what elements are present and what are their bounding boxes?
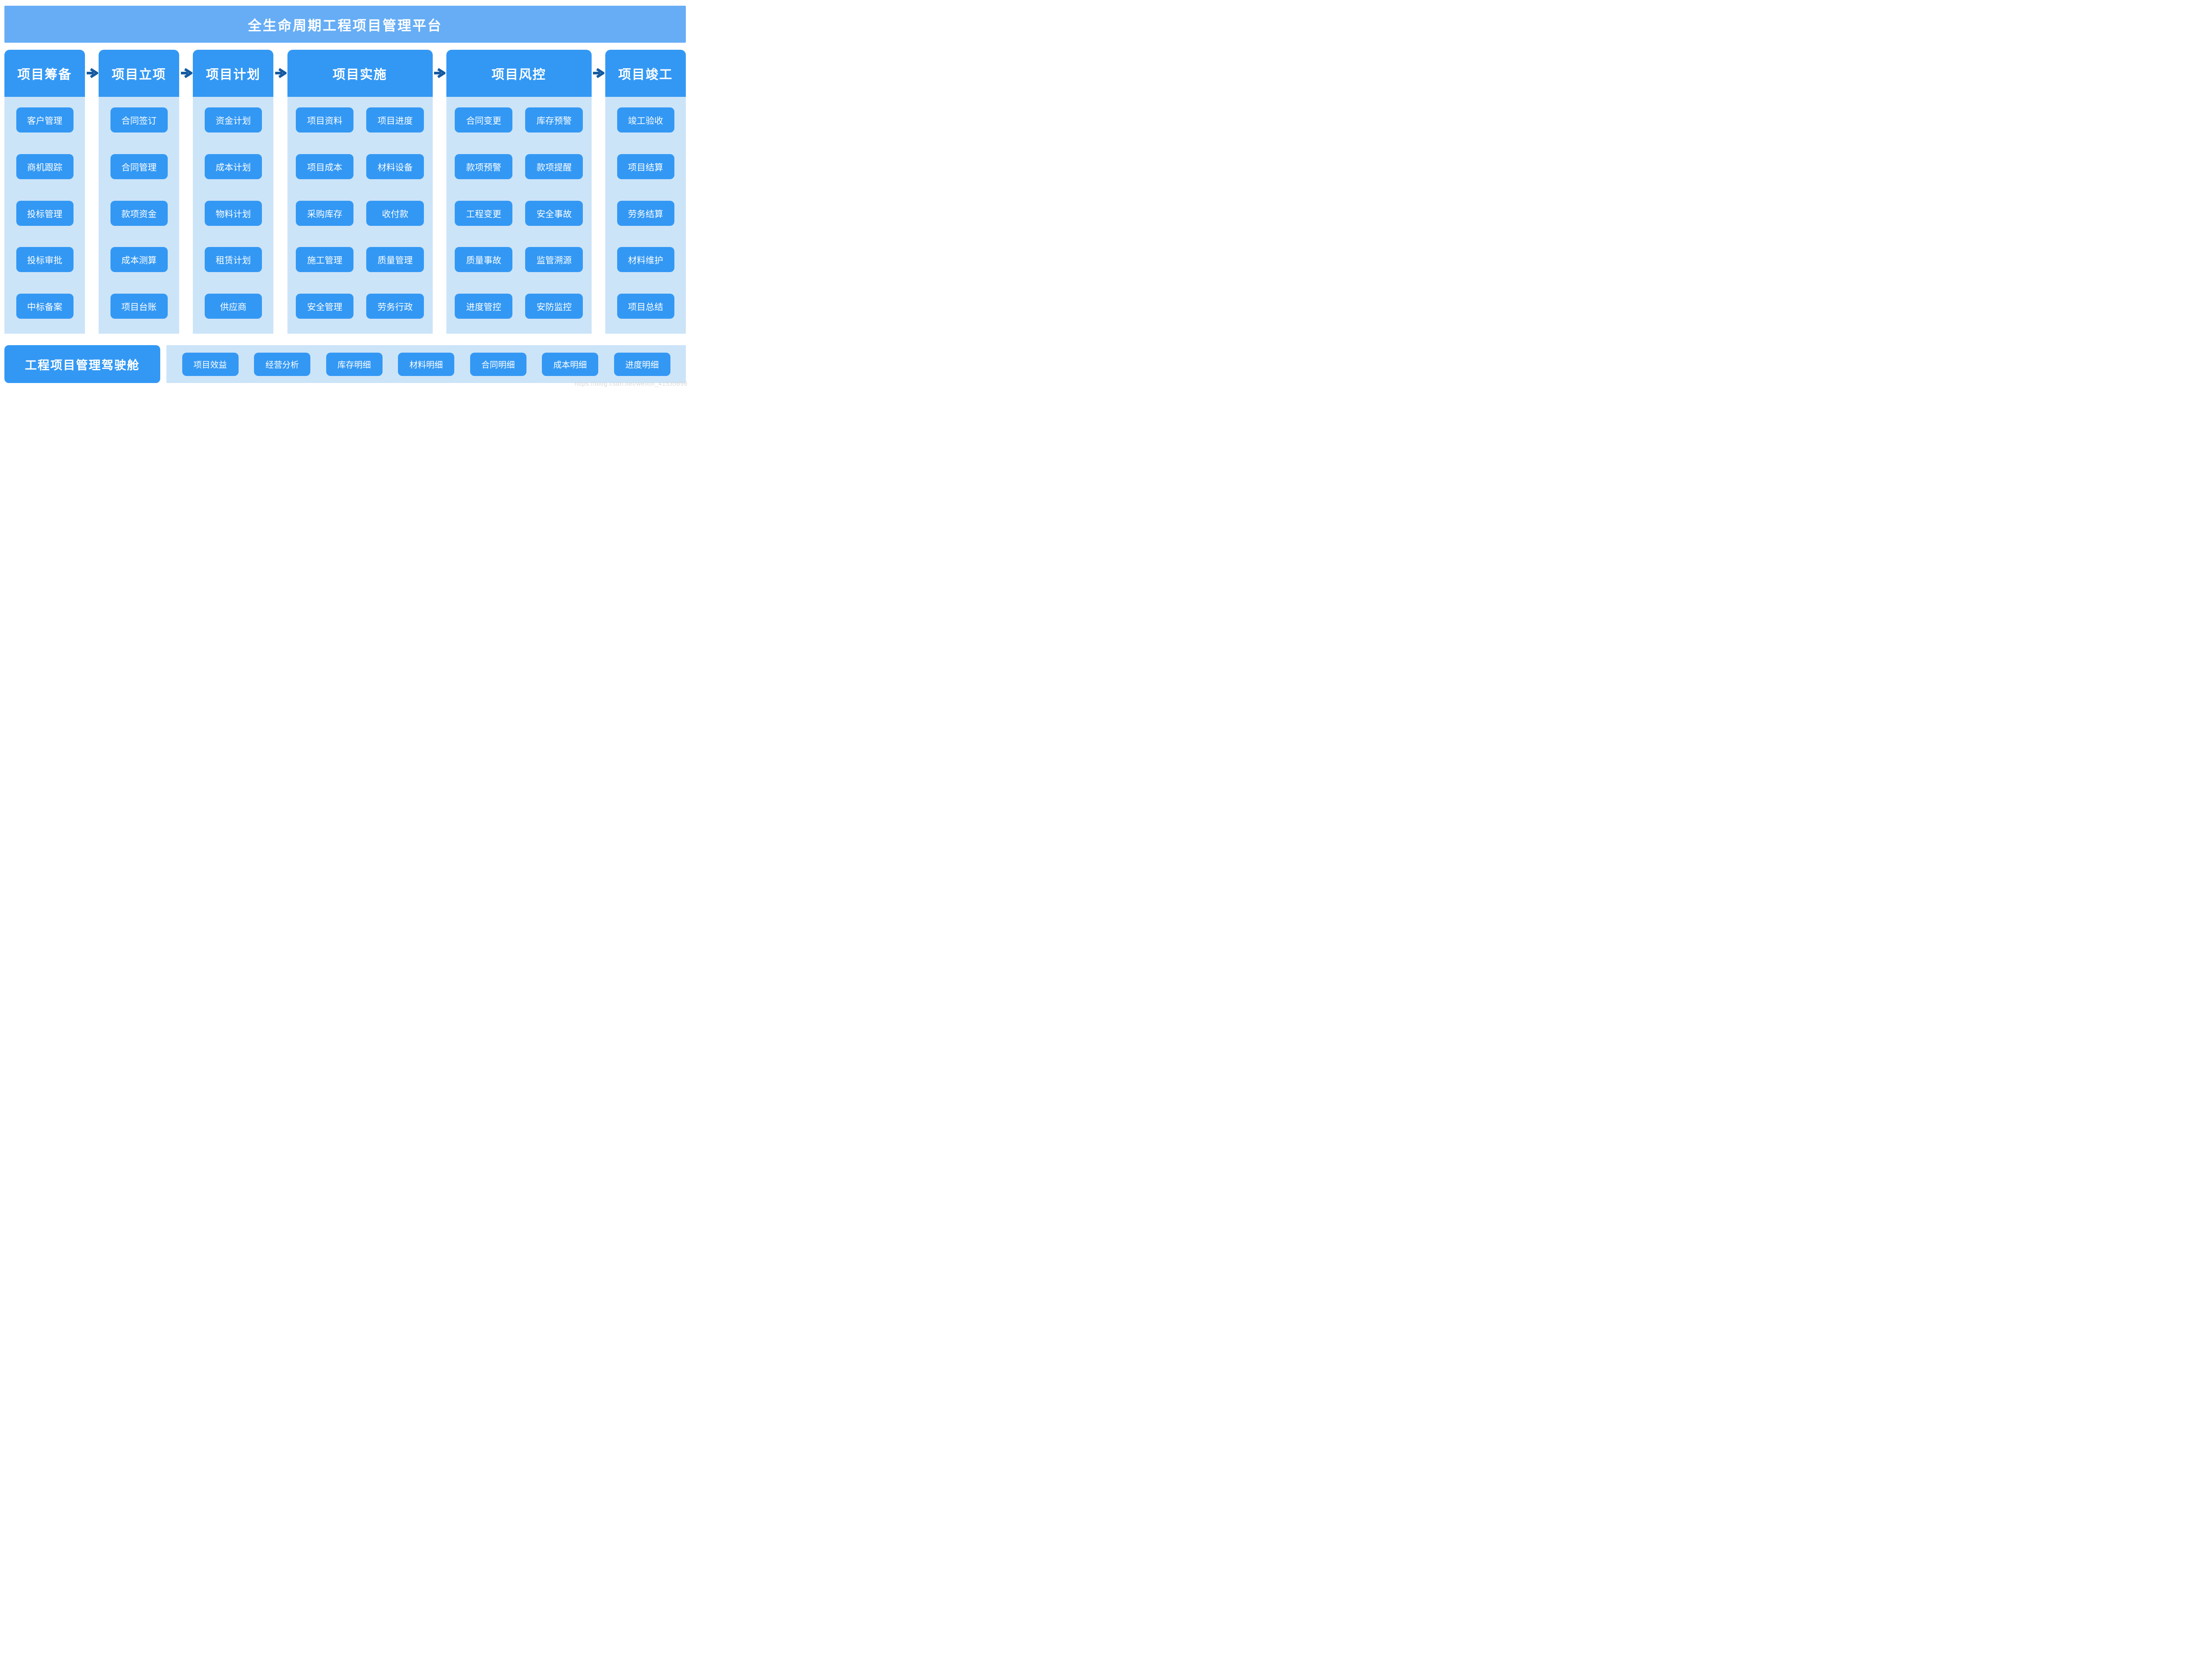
dashboard-item: 合同明细 bbox=[470, 352, 526, 376]
module-box: 施工管理 bbox=[296, 247, 354, 273]
phase-body: 合同签订 合同管理 款项资金 成本测算 项目台账 bbox=[99, 97, 180, 334]
phase-column-preparation: 项目筹备 客户管理 商机跟踪 投标管理 投标审批 中标备案 bbox=[4, 50, 85, 334]
module-box: 安全管理 bbox=[296, 294, 354, 319]
dashboard-item: 项目效益 bbox=[182, 352, 239, 376]
module-box: 物料计划 bbox=[204, 200, 262, 226]
phase-body: 合同变更 库存预警 款项预警 款项提醒 工程变更 安全事故 质量事故 监管溯源 … bbox=[446, 97, 592, 334]
module-box: 材料设备 bbox=[366, 154, 424, 179]
module-row: 进度管控 安防监控 bbox=[446, 294, 592, 319]
module-box: 合同变更 bbox=[455, 107, 513, 133]
module-box: 质量事故 bbox=[455, 247, 513, 273]
phase-body: 客户管理 商机跟踪 投标管理 投标审批 中标备案 bbox=[4, 97, 85, 334]
module-row: 项目成本 材料设备 bbox=[287, 154, 433, 179]
module-row: 款项预警 款项提醒 bbox=[446, 154, 592, 179]
module-box: 商机跟踪 bbox=[16, 154, 74, 179]
dashboard-item: 成本明细 bbox=[542, 352, 598, 376]
module-box: 资金计划 bbox=[204, 107, 262, 133]
phase-header: 项目筹备 bbox=[4, 50, 85, 97]
module-row: 采购库存 收付款 bbox=[287, 200, 433, 226]
module-box: 合同管理 bbox=[110, 154, 168, 179]
arrow-right-icon bbox=[275, 68, 287, 78]
module-row: 合同变更 库存预警 bbox=[446, 107, 592, 133]
module-row: 安全管理 劳务行政 bbox=[287, 294, 433, 319]
dashboard-item: 材料明细 bbox=[398, 352, 454, 376]
phase-column-risk-control: 项目风控 合同变更 库存预警 款项预警 款项提醒 工程变更 安全事故 质量事故 … bbox=[446, 50, 592, 334]
dashboard-title-box: 工程项目管理驾驶舱 bbox=[4, 345, 160, 383]
module-box: 质量管理 bbox=[366, 247, 424, 273]
module-box: 款项提醒 bbox=[525, 154, 583, 179]
module-box: 合同签订 bbox=[110, 107, 168, 133]
module-box: 租赁计划 bbox=[204, 247, 262, 273]
module-box: 项目成本 bbox=[296, 154, 354, 179]
module-box: 进度管控 bbox=[455, 294, 513, 319]
module-box: 款项预警 bbox=[455, 154, 513, 179]
phase-header: 项目实施 bbox=[287, 50, 433, 97]
phase-column-execution: 项目实施 项目资料 项目进度 项目成本 材料设备 采购库存 收付款 施工管理 质… bbox=[287, 50, 433, 334]
diagram-canvas: 全生命周期工程项目管理平台 项目筹备 客户管理 商机跟踪 投标管理 投标审批 中… bbox=[0, 0, 690, 387]
phase-header: 项目竣工 bbox=[605, 50, 686, 97]
module-box: 劳务结算 bbox=[617, 200, 674, 226]
phase-body: 资金计划 成本计划 物料计划 租赁计划 供应商 bbox=[193, 97, 274, 334]
page-title: 全生命周期工程项目管理平台 bbox=[4, 6, 686, 43]
module-box: 中标备案 bbox=[16, 294, 74, 319]
module-box: 项目结算 bbox=[617, 154, 674, 179]
flow-arrow bbox=[179, 50, 193, 334]
arrow-right-icon bbox=[180, 68, 192, 78]
module-box: 监管溯源 bbox=[525, 247, 583, 273]
arrow-right-icon bbox=[434, 68, 446, 78]
module-row: 施工管理 质量管理 bbox=[287, 247, 433, 273]
flow-arrow bbox=[273, 50, 287, 334]
dashboard-item: 经营分析 bbox=[254, 352, 310, 376]
module-row: 工程变更 安全事故 bbox=[446, 200, 592, 226]
module-box: 库存预警 bbox=[525, 107, 583, 133]
arrow-right-icon bbox=[593, 68, 605, 78]
dashboard-strip: 项目效益 经营分析 库存明细 材料明细 合同明细 成本明细 进度明细 bbox=[166, 345, 686, 383]
dashboard-item: 进度明细 bbox=[614, 352, 670, 376]
module-box: 项目资料 bbox=[296, 107, 354, 133]
module-box: 投标审批 bbox=[16, 247, 74, 273]
phase-header: 项目计划 bbox=[193, 50, 274, 97]
module-box: 项目台账 bbox=[110, 294, 168, 319]
module-box: 采购库存 bbox=[296, 200, 354, 226]
phase-header: 项目立项 bbox=[99, 50, 180, 97]
module-box: 竣工验收 bbox=[617, 107, 674, 133]
flow-arrow bbox=[85, 50, 99, 334]
phase-body: 竣工验收 项目结算 劳务结算 材料维护 项目总结 bbox=[605, 97, 686, 334]
module-box: 劳务行政 bbox=[366, 294, 424, 319]
phase-header: 项目风控 bbox=[446, 50, 592, 97]
module-box: 供应商 bbox=[204, 294, 262, 319]
module-row: 项目资料 项目进度 bbox=[287, 107, 433, 133]
phase-column-planning: 项目计划 资金计划 成本计划 物料计划 租赁计划 供应商 bbox=[193, 50, 274, 334]
module-row: 质量事故 监管溯源 bbox=[446, 247, 592, 273]
module-box: 项目总结 bbox=[617, 294, 674, 319]
dashboard-item: 库存明细 bbox=[326, 352, 383, 376]
lifecycle-flow: 项目筹备 客户管理 商机跟踪 投标管理 投标审批 中标备案 项目立项 合同签订 … bbox=[4, 50, 686, 334]
flow-arrow bbox=[433, 50, 446, 334]
phase-body: 项目资料 项目进度 项目成本 材料设备 采购库存 收付款 施工管理 质量管理 安… bbox=[287, 97, 433, 334]
module-box: 安防监控 bbox=[525, 294, 583, 319]
phase-column-completion: 项目竣工 竣工验收 项目结算 劳务结算 材料维护 项目总结 bbox=[605, 50, 686, 334]
module-box: 款项资金 bbox=[110, 200, 168, 226]
module-box: 收付款 bbox=[366, 200, 424, 226]
module-box: 投标管理 bbox=[16, 200, 74, 226]
arrow-right-icon bbox=[86, 68, 98, 78]
watermark: https://blog.csdn.net/weixin_41535696 bbox=[574, 380, 688, 387]
flow-arrow bbox=[592, 50, 605, 334]
module-box: 项目进度 bbox=[366, 107, 424, 133]
module-box: 工程变更 bbox=[455, 200, 513, 226]
phase-column-initiation: 项目立项 合同签订 合同管理 款项资金 成本测算 项目台账 bbox=[99, 50, 180, 334]
module-box: 成本测算 bbox=[110, 247, 168, 273]
module-box: 客户管理 bbox=[16, 107, 74, 133]
module-box: 安全事故 bbox=[525, 200, 583, 226]
module-box: 成本计划 bbox=[204, 154, 262, 179]
module-box: 材料维护 bbox=[617, 247, 674, 273]
